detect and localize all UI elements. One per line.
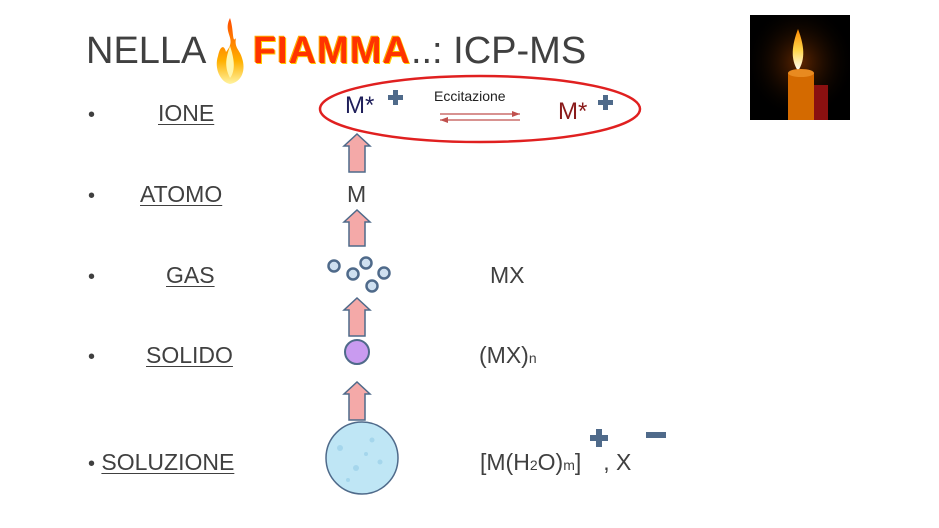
up-arrow [344, 382, 370, 420]
atom-label: M [347, 181, 366, 208]
plus-icon [590, 429, 608, 447]
gas-particle [367, 281, 378, 292]
excitation-arrow [440, 111, 520, 123]
solution-droplet [326, 422, 398, 494]
up-arrow [344, 298, 370, 336]
gas-particle [379, 268, 390, 279]
gas-particle [361, 258, 372, 269]
gas-species-label: MX [490, 262, 525, 289]
solid-species-label: (MX)n [479, 342, 537, 369]
up-arrow [344, 134, 370, 172]
plus-icon [598, 95, 613, 110]
plus-icon [388, 90, 403, 105]
gas-particle [348, 269, 359, 280]
solid-particle [345, 340, 369, 364]
up-arrow [344, 210, 370, 246]
ion-left-label: M* [345, 92, 374, 120]
excitation-label: Eccitazione [434, 88, 506, 104]
ion-right-label: M* [558, 98, 587, 126]
solution-species-label: [M(H2O)m], X [480, 449, 631, 476]
minus-icon [646, 432, 666, 438]
gas-particle [329, 261, 340, 272]
